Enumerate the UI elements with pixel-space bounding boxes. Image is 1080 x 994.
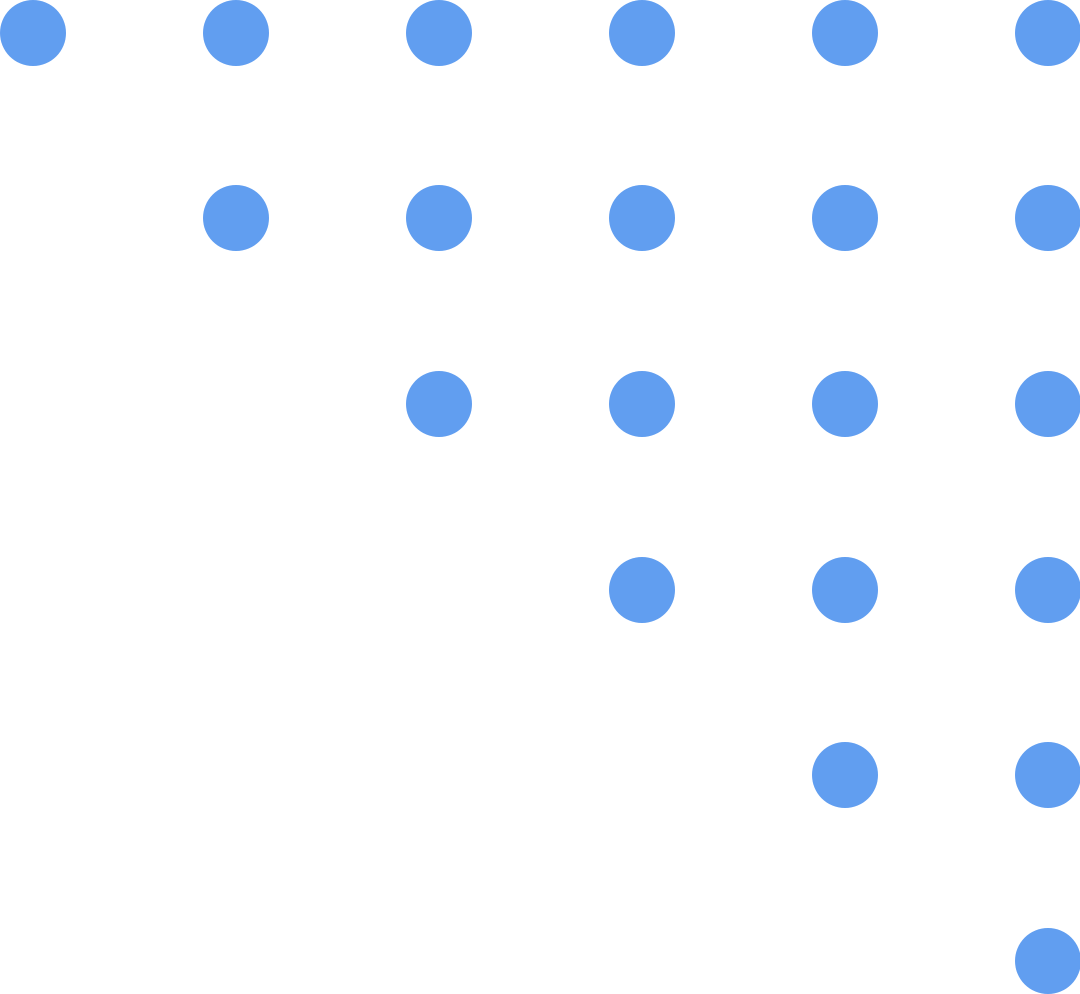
dot-r6-c6 <box>1015 928 1080 994</box>
dot-r2-c5 <box>812 185 878 251</box>
dot-r3-c4 <box>609 371 675 437</box>
dot-r1-c5 <box>812 0 878 66</box>
dot-r1-c2 <box>203 0 269 66</box>
dot-r3-c3 <box>406 371 472 437</box>
dot-r5-c6 <box>1015 742 1080 808</box>
dot-r2-c4 <box>609 185 675 251</box>
dot-r4-c6 <box>1015 557 1080 623</box>
dot-r1-c6 <box>1015 0 1080 66</box>
dot-r3-c6 <box>1015 371 1080 437</box>
dot-r2-c3 <box>406 185 472 251</box>
dot-r3-c5 <box>812 371 878 437</box>
dot-r4-c5 <box>812 557 878 623</box>
dot-r4-c4 <box>609 557 675 623</box>
dot-r2-c6 <box>1015 185 1080 251</box>
dot-r1-c1 <box>0 0 66 66</box>
dot-r5-c5 <box>812 742 878 808</box>
dot-r1-c3 <box>406 0 472 66</box>
dot-r2-c2 <box>203 185 269 251</box>
dot-r1-c4 <box>609 0 675 66</box>
